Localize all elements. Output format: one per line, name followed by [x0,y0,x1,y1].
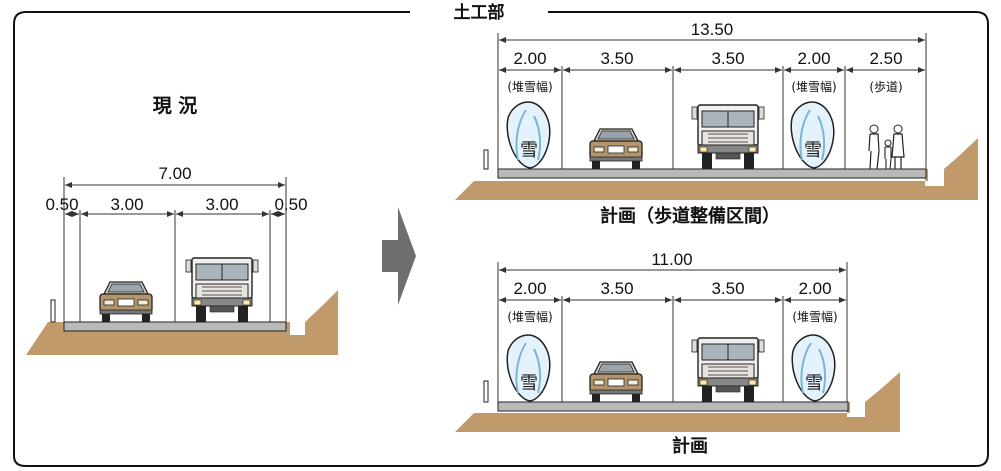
plan-seg-label: 3.50 [600,279,633,298]
car-icon [589,361,643,403]
current-title: 現 況 [153,94,198,117]
current-seg-label: 3.00 [205,195,238,214]
snow-glyph: 雪 [804,140,822,161]
snow-width-label: (堆雪幅) [792,309,837,324]
frame-title: 土工部 [454,2,505,23]
current-seg-label: 0.50 [45,195,78,214]
car-icon [99,281,153,323]
current-section: 現 況 7.00 0.50 3.00 3.00 0.50 [26,94,338,355]
truck-icon [691,337,765,403]
current-post [50,299,56,323]
plan-ground [455,372,900,432]
plan-sidewalk-post [483,149,489,170]
plan-sidewalk-seg-label: 3.50 [600,49,633,68]
current-total-label: 7.00 [158,164,191,183]
snow-width-label: (堆雪幅) [791,79,836,94]
plan-sidewalk-seg-label: 3.50 [711,49,744,68]
snow-glyph: 雪 [805,373,823,394]
current-pavement [63,321,287,332]
plan-seg-label: 3.50 [711,279,744,298]
plan-sidewalk-seg-label: 2.00 [513,49,546,68]
truck-icon [185,257,259,323]
snow-width-label: (堆雪幅) [507,79,552,94]
plan-sidewalk-seg-label: 2.50 [869,49,902,68]
snow-glyph: 雪 [520,140,538,161]
plan-sidewalk-title: 計画（歩道整備区間） [600,205,780,227]
plan-sidewalk-ground [455,138,978,200]
transition-arrow [382,207,416,305]
car-icon [589,128,643,170]
current-seg-label: 0.50 [274,195,307,214]
snow-width-label: (堆雪幅) [507,309,552,324]
snow-glyph: 雪 [520,373,538,394]
plan-seg-label: 2.00 [798,279,831,298]
plan-total-label: 11.00 [651,250,692,269]
plan-section: 11.00 2.00 3.50 3.50 2.00 (堆雪幅) (堆雪幅) 雪 … [455,250,900,457]
plan-sidewalk-seg-label: 2.00 [797,49,830,68]
plan-sidewalk-total-label: 13.50 [691,20,734,39]
plan-pavement [497,401,849,412]
sidewalk-label: (歩道) [869,79,902,94]
pedestrians-icon [868,124,905,170]
plan-title: 計画 [672,435,708,457]
truck-icon [691,104,765,170]
frame-border [13,11,989,467]
plan-post [483,380,489,403]
current-seg-label: 3.00 [110,195,143,214]
plan-seg-label: 2.00 [513,279,546,298]
plan-sidewalk-section: 13.50 2.00 3.50 3.50 2.00 2.50 (堆雪幅) (堆雪… [455,20,978,227]
plan-sidewalk-pavement [497,168,927,179]
